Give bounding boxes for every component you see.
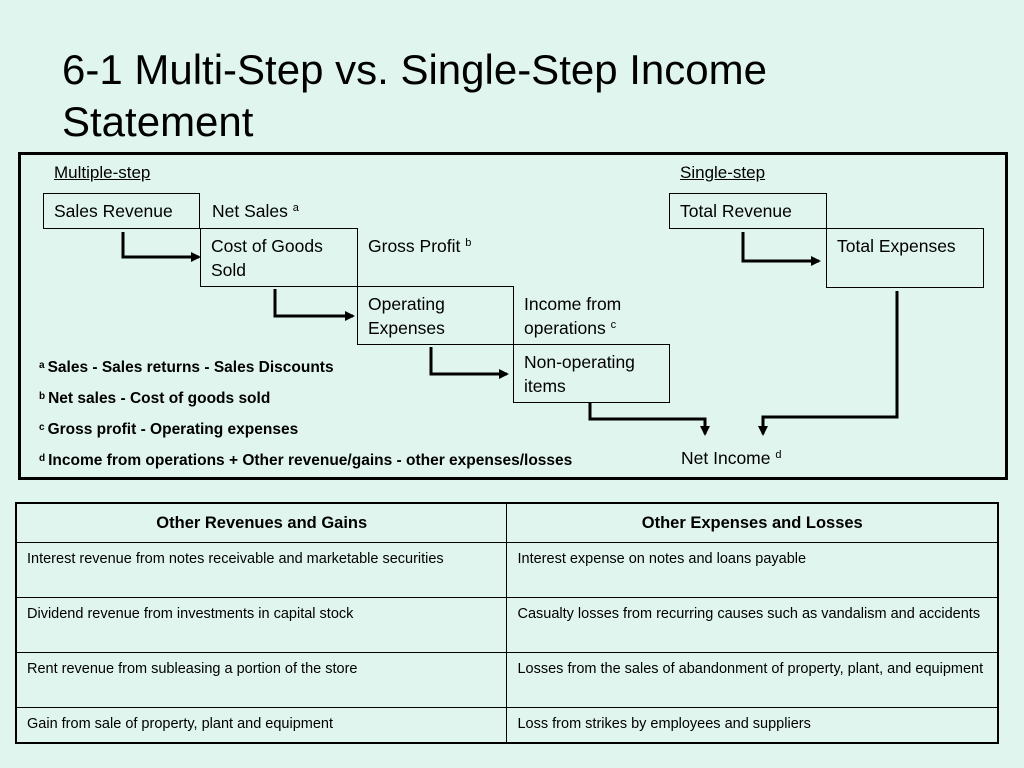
arrow-nonop-to-netincome bbox=[588, 403, 710, 436]
table-cell: Gain from sale of property, plant and eq… bbox=[15, 707, 508, 744]
gross-profit-footnote: b bbox=[465, 237, 472, 249]
footnote-d-text: Income from operations + Other revenue/g… bbox=[48, 452, 573, 469]
total-expenses-box: Total Expenses bbox=[826, 228, 984, 288]
arrow-cogs-to-opex bbox=[273, 289, 355, 321]
multiple-step-label: Multiple-step bbox=[54, 163, 151, 182]
arrow-opex-to-nonop bbox=[429, 347, 509, 379]
net-sales-label: Net Sales bbox=[212, 201, 288, 221]
table-row: Gain from sale of property, plant and eq… bbox=[15, 707, 999, 744]
page-title: 6-1 Multi-Step vs. Single-Step Income St… bbox=[62, 46, 767, 145]
income-statement-diagram: Multiple-step Single-step Sales Revenue … bbox=[18, 152, 1008, 480]
table-cell: Loss from strikes by employees and suppl… bbox=[506, 707, 999, 744]
total-revenue-box: Total Revenue bbox=[669, 193, 827, 229]
income-from-operations-footnote: c bbox=[610, 319, 617, 331]
net-income-footnote: d bbox=[775, 449, 782, 461]
gross-profit-box: Gross Profit b bbox=[357, 228, 517, 287]
operating-expenses-label: Operating Expenses bbox=[368, 294, 445, 338]
gross-profit-label: Gross Profit bbox=[368, 236, 461, 256]
footnote-b-text: Net sales - Cost of goods sold bbox=[48, 390, 271, 407]
total-expenses-label: Total Expenses bbox=[837, 236, 956, 256]
net-sales-footnote: a bbox=[292, 202, 299, 214]
footnote-a-marker: a bbox=[39, 360, 45, 371]
sales-revenue-box: Sales Revenue bbox=[43, 193, 200, 229]
arrow-totalrevenue-to-totalexpenses bbox=[741, 232, 821, 266]
net-income-label-group: Net Income d bbox=[681, 447, 781, 469]
footnote-a-text: Sales - Sales returns - Sales Discounts bbox=[47, 359, 334, 376]
income-from-operations-box: Income from operations c bbox=[513, 286, 671, 345]
table-cell: Dividend revenue from investments in cap… bbox=[15, 597, 508, 653]
table-cell: Interest revenue from notes receivable a… bbox=[15, 542, 508, 598]
sales-revenue-label: Sales Revenue bbox=[54, 201, 173, 221]
footnote-b-marker: b bbox=[39, 391, 46, 402]
table-row: Interest revenue from notes receivable a… bbox=[15, 542, 999, 598]
table-cell: Casualty losses from recurring causes su… bbox=[506, 597, 999, 653]
footnote-c-marker: c bbox=[39, 422, 45, 433]
footnote-d-marker: d bbox=[39, 453, 46, 464]
cost-of-goods-sold-box: Cost of Goods Sold bbox=[200, 228, 358, 287]
arrow-totalexpenses-to-netincome bbox=[758, 291, 899, 436]
arrow-sales-to-cogs bbox=[121, 232, 201, 262]
net-income-label: Net Income bbox=[681, 448, 771, 468]
cost-of-goods-sold-label: Cost of Goods Sold bbox=[211, 236, 323, 280]
single-step-label: Single-step bbox=[680, 163, 766, 182]
net-sales-box: Net Sales a bbox=[201, 193, 361, 229]
footnote-c-text: Gross profit - Operating expenses bbox=[47, 421, 299, 438]
table-row: Rent revenue from subleasing a portion o… bbox=[15, 652, 999, 708]
other-items-table: Other Revenues and Gains Other Expenses … bbox=[15, 502, 999, 744]
table-cell: Losses from the sales of abandonment of … bbox=[506, 652, 999, 708]
table-cell: Interest expense on notes and loans paya… bbox=[506, 542, 999, 598]
header-other-revenues-and-gains: Other Revenues and Gains bbox=[15, 502, 508, 543]
total-revenue-label: Total Revenue bbox=[680, 201, 792, 221]
table-row: Dividend revenue from investments in cap… bbox=[15, 597, 999, 653]
non-operating-items-label: Non-operating items bbox=[524, 352, 635, 396]
table-cell: Rent revenue from subleasing a portion o… bbox=[15, 652, 508, 708]
connector-arrows bbox=[121, 232, 899, 436]
operating-expenses-box: Operating Expenses bbox=[357, 286, 514, 345]
table-header-row: Other Revenues and Gains Other Expenses … bbox=[15, 502, 999, 543]
non-operating-items-box: Non-operating items bbox=[513, 344, 670, 403]
income-from-operations-label: Income from operations bbox=[524, 294, 622, 338]
header-other-expenses-and-losses: Other Expenses and Losses bbox=[506, 502, 999, 543]
